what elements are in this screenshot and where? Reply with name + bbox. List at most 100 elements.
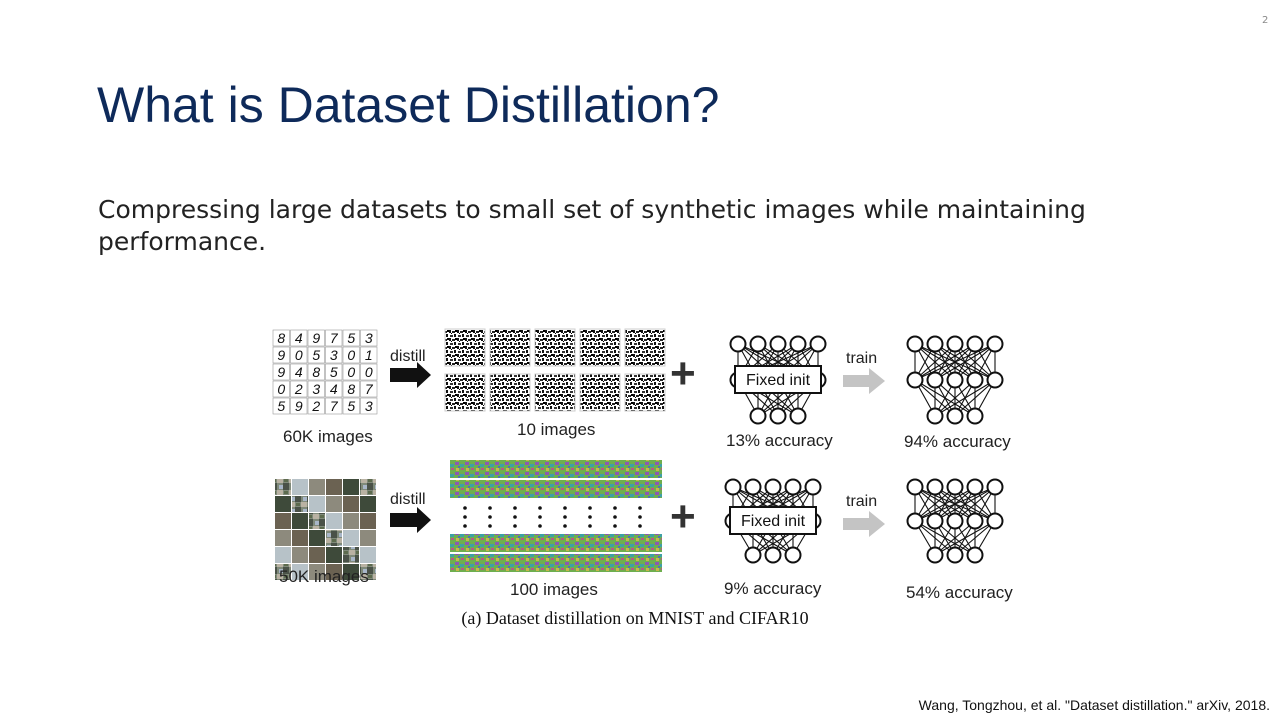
cifar-train-label: train [846,493,877,510]
cifar-thumbnail [326,564,342,580]
mnist-digit: 3 [330,347,338,363]
mnist-digit: 8 [347,381,355,397]
cifar-thumbnail [292,496,308,512]
mnist-digit-cell [290,346,308,364]
mnist-digit: 5 [347,330,355,346]
cifar-init-accuracy: 9% accuracy [724,579,822,598]
cifar-thumbnail [326,479,342,495]
network-node [986,371,1004,389]
mnist-digit-cell [290,363,308,381]
network-edge [934,520,996,556]
cifar-thumbnail [343,530,359,546]
network-node [986,512,1004,530]
cifar-thumbnail [360,513,376,529]
network-node [906,478,924,496]
network-edge [914,343,996,381]
ellipsis-dot [588,524,592,528]
cifar-thumbnail [309,479,325,495]
ellipsis-dot [463,524,467,528]
mnist-digit-cell [342,380,360,398]
ellipsis-dot [563,506,567,510]
mnist-digit-cell [272,397,290,415]
mnist-distill-arrow-icon [390,362,431,388]
network-edge [914,343,976,381]
mnist-digit: 5 [312,347,320,363]
ellipsis-dot [638,506,642,510]
mnist-digit-cell [307,380,325,398]
network-node [764,478,782,496]
ellipsis-dot [588,506,592,510]
mnist-digit: 9 [312,330,320,346]
ellipsis-dot [513,524,517,528]
network-node [946,478,964,496]
cifar-fixed-init-box [729,506,817,535]
cifar-sample-grid [275,479,376,580]
mnist-trained-accuracy: 94% accuracy [904,432,1011,451]
cifar-thumbnail [292,513,308,529]
cifar-ellipsis-dots [463,506,642,528]
mnist-trained-network [906,335,1004,425]
mnist-digit-cell [342,329,360,347]
network-edge [954,486,996,522]
mnist-digit: 2 [294,381,303,397]
cifar-trained-network [906,478,1004,564]
network-node [986,335,1004,353]
network-edge [914,486,996,522]
cifar-thumbnail [360,564,376,580]
ellipsis-dot [613,524,617,528]
network-edge [914,486,976,522]
mnist-digit: 0 [295,347,303,363]
network-edge [934,379,996,417]
mnist-digit: 0 [277,381,285,397]
mnist-digit-cell [360,397,378,415]
mnist-fixed-init-box [734,365,822,394]
network-edge [914,343,956,381]
cifar-thumbnail [343,496,359,512]
network-node [906,512,924,530]
cifar-source-label: 50K images [279,567,369,586]
cifar-thumbnail [275,513,291,529]
network-node [784,546,802,564]
mnist-distilled-images [444,328,666,412]
ellipsis-dot [538,515,542,519]
mnist-plus-sign: + [670,349,696,398]
mnist-digit-cell [307,363,325,381]
network-node [966,546,984,564]
cifar-thumbnail [275,547,291,563]
ellipsis-dot [563,515,567,519]
cifar-thumbnail [292,547,308,563]
ellipsis-dot [638,524,642,528]
mnist-digit: 5 [347,398,355,414]
cifar-distill-label: distill [390,491,426,508]
cifar-trained-accuracy: 54% accuracy [906,583,1013,602]
network-node [789,407,807,425]
network-node [966,371,984,389]
mnist-digit: 3 [365,398,373,414]
mnist-digit: 0 [347,347,355,363]
mnist-digit: 5 [277,398,285,414]
cifar-thumbnail [275,479,291,495]
cifar-thumbnail [360,547,376,563]
mnist-digit-cell [307,329,325,347]
mnist-digit: 3 [312,381,320,397]
mnist-digit-cell [325,363,343,381]
mnist-digit: 4 [330,381,338,397]
mnist-digit: 0 [347,364,355,380]
network-node [749,407,767,425]
cifar-thumbnail [309,496,325,512]
cifar-thumbnail [360,496,376,512]
cifar-train-arrow-icon [843,511,885,537]
mnist-digit: 7 [330,398,339,414]
ellipsis-dot [588,515,592,519]
network-edge [934,520,976,556]
cifar-thumbnail [343,513,359,529]
network-node [906,371,924,389]
network-edge [954,379,996,417]
network-node [926,335,944,353]
mnist-digit-cell [272,346,290,364]
network-node [926,512,944,530]
slide-subtitle: Compressing large datasets to small set … [98,195,1086,256]
cifar-thumbnail [326,530,342,546]
